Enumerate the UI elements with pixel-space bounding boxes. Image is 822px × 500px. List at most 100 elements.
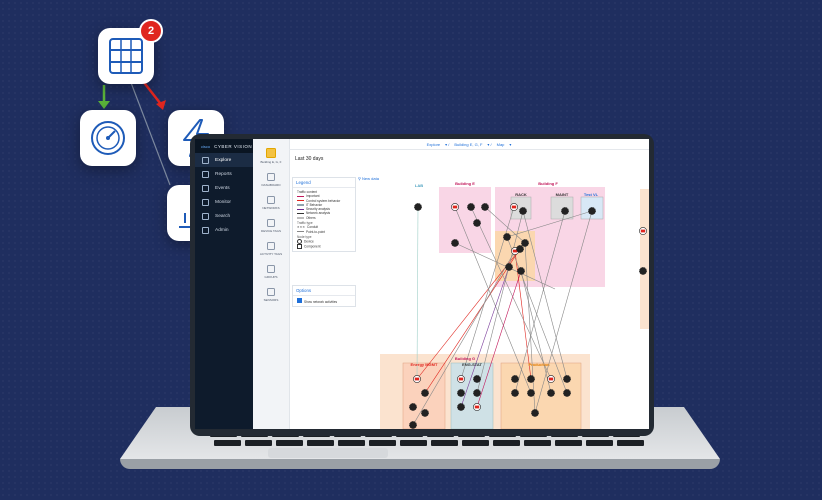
breadcrumb-preset[interactable]: Building E, G, F <box>454 141 483 147</box>
traffic-link[interactable] <box>522 210 568 380</box>
device-node[interactable] <box>510 203 518 211</box>
gauge-tile[interactable] <box>80 110 136 166</box>
traffic-link[interactable] <box>506 236 568 394</box>
traffic-link[interactable] <box>506 210 593 238</box>
traffic-link[interactable] <box>520 270 552 394</box>
device-node[interactable] <box>563 375 571 383</box>
device-node[interactable] <box>527 375 535 383</box>
nav-explore[interactable]: Explore <box>195 153 253 167</box>
device-node[interactable] <box>473 403 481 411</box>
device-node[interactable] <box>527 389 535 397</box>
traffic-link[interactable] <box>424 248 521 394</box>
subnav-sensors[interactable]: SENSORS <box>253 288 289 302</box>
device-node[interactable] <box>473 389 481 397</box>
device-node[interactable] <box>563 389 571 397</box>
zone-label: Building F <box>538 181 558 186</box>
traffic-link[interactable] <box>454 242 556 290</box>
traffic-link[interactable] <box>476 270 522 408</box>
breadcrumb-view[interactable]: Map <box>496 141 505 147</box>
device-node[interactable] <box>517 267 525 275</box>
traffic-link[interactable] <box>534 210 593 414</box>
new-data-link[interactable]: ⚲ New data <box>358 176 379 181</box>
zone-eng-stat[interactable] <box>450 362 494 429</box>
device-node[interactable] <box>639 227 647 235</box>
device-node[interactable] <box>531 409 539 417</box>
device-node[interactable] <box>451 239 459 247</box>
device-node[interactable] <box>409 421 417 429</box>
device-node[interactable] <box>473 375 481 383</box>
device-node[interactable] <box>451 203 459 211</box>
traffic-link[interactable] <box>416 248 521 380</box>
traffic-link[interactable] <box>460 266 510 408</box>
traffic-link[interactable] <box>416 206 419 380</box>
device-node[interactable] <box>511 389 519 397</box>
device-node[interactable] <box>639 267 647 275</box>
traffic-link[interactable] <box>524 242 536 414</box>
brand-header: cisco CYBER VISION <box>195 139 253 153</box>
breadcrumb-explore[interactable]: Explore <box>426 141 441 147</box>
legend-label: Network analysis <box>306 211 331 216</box>
device-node[interactable] <box>521 239 529 247</box>
pin-icon: ⚲ <box>358 176 363 181</box>
device-node[interactable] <box>511 375 519 383</box>
device-node[interactable] <box>421 409 429 417</box>
sensor-icon <box>267 288 275 296</box>
traffic-link[interactable] <box>412 250 516 426</box>
nav-reports[interactable]: Reports <box>195 167 253 181</box>
nav-admin[interactable]: Admin <box>195 223 253 237</box>
server-rack-tile[interactable]: 2 <box>98 19 163 84</box>
subnav-label: GROUPS <box>264 275 278 279</box>
subnav-activity-tags[interactable]: ACTIVITY TAGS <box>253 242 289 256</box>
device-node[interactable] <box>414 203 422 211</box>
device-node[interactable] <box>588 207 596 215</box>
zone-right-edge[interactable] <box>640 189 649 329</box>
device-node[interactable] <box>457 375 465 383</box>
zone-inner-cluster[interactable] <box>495 231 535 281</box>
device-node[interactable] <box>457 403 465 411</box>
device-node[interactable] <box>505 263 513 271</box>
device-node[interactable] <box>467 203 475 211</box>
traffic-link[interactable] <box>454 206 532 394</box>
options-panel: Options Show network activities <box>292 285 356 308</box>
zone-building-e[interactable] <box>439 187 491 253</box>
legend-item: Network analysis <box>297 211 351 215</box>
traffic-link[interactable] <box>476 210 524 394</box>
nav-search[interactable]: Search <box>195 209 253 223</box>
subnav-device-tags[interactable]: DEVICE TAGS <box>253 219 289 233</box>
options-title[interactable]: Options <box>293 286 355 296</box>
device-node[interactable] <box>421 389 429 397</box>
zone-production[interactable] <box>500 362 582 429</box>
traffic-link[interactable] <box>484 206 526 244</box>
subnav-groups[interactable]: GROUPS <box>253 265 289 279</box>
device-node[interactable] <box>457 389 465 397</box>
zone-energy-mgmt[interactable] <box>402 362 446 429</box>
subnav-label: DASHBOARD <box>261 183 281 187</box>
device-node[interactable] <box>516 245 524 253</box>
subnav-building[interactable]: Building E, G, F <box>253 148 289 164</box>
zone-maint[interactable] <box>550 196 574 220</box>
device-node[interactable] <box>503 233 511 241</box>
subnav-dashboard[interactable]: DASHBOARD <box>253 173 289 187</box>
map-icon <box>266 148 276 158</box>
device-node[interactable] <box>481 203 489 211</box>
legend-title[interactable]: Legend <box>293 178 355 188</box>
device-node[interactable] <box>519 207 527 215</box>
device-node[interactable] <box>413 375 421 383</box>
device-node[interactable] <box>547 375 555 383</box>
legend-traffic-type: Point-to-point <box>297 230 351 234</box>
device-node[interactable] <box>473 219 481 227</box>
subnav-networks[interactable]: NETWORKS <box>253 196 289 210</box>
trackpad[interactable] <box>268 448 388 458</box>
device-node[interactable] <box>561 207 569 215</box>
gauge-icon <box>91 121 125 155</box>
show-network-activities-checkbox[interactable] <box>297 298 302 303</box>
traffic-link[interactable] <box>514 210 566 394</box>
traffic-link[interactable] <box>470 206 552 380</box>
nav-events[interactable]: Events <box>195 181 253 195</box>
device-node[interactable] <box>409 403 417 411</box>
date-range[interactable]: Last 30 days <box>295 156 324 162</box>
zone-label: RACK <box>515 192 527 197</box>
nav-monitor[interactable]: Monitor <box>195 195 253 209</box>
device-node[interactable] <box>547 389 555 397</box>
